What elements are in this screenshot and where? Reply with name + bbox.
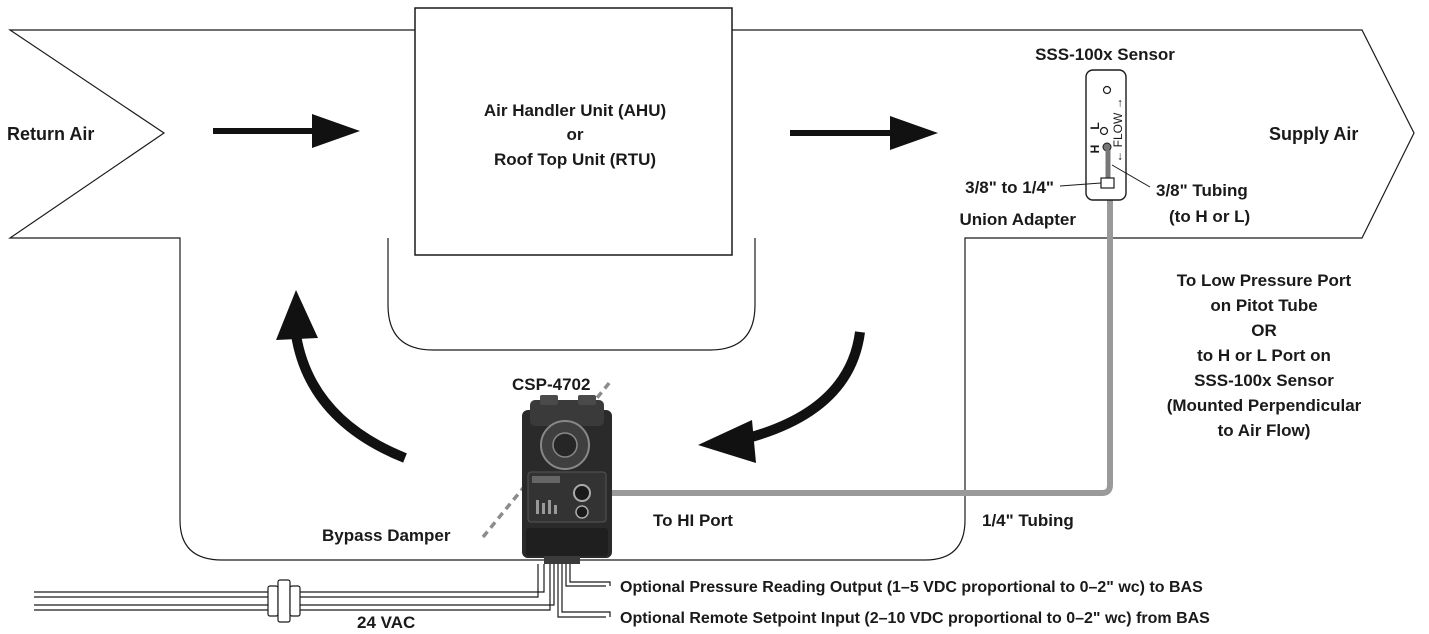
low-pressure-note: To Low Pressure Port on Pitot Tube OR to… — [1167, 271, 1362, 440]
flow-arrow-return — [213, 114, 360, 148]
flow-arrow-supply — [790, 116, 938, 150]
leader-tubing-38 — [1111, 164, 1151, 188]
ahu-plenum — [387, 238, 756, 351]
flow-arrow-bypass-up — [276, 290, 407, 463]
to-hi-port-label: To HI Port — [653, 511, 733, 530]
flow-arrow-bypass-down — [698, 331, 865, 463]
tubing-38-line2: (to H or L) — [1169, 207, 1250, 226]
sensor-port-h-label: H — [1088, 145, 1102, 154]
sensor-mount-hole — [1102, 85, 1112, 95]
duct-outline — [8, 29, 1415, 561]
ahu-label-line3: Roof Top Unit (RTU) — [494, 150, 656, 169]
controller-label: CSP-4702 — [512, 375, 590, 394]
csp-4702-controller — [522, 395, 612, 564]
ahu-label-line2: or — [567, 125, 584, 144]
low-pressure-note-line: (Mounted Perpendicular — [1167, 396, 1362, 415]
power-24vac-label: 24 VAC — [357, 613, 415, 632]
low-pressure-note-line: OR — [1251, 321, 1277, 340]
ahu-box — [414, 7, 733, 256]
ahu-label-line1: Air Handler Unit (AHU) — [484, 101, 666, 120]
sensor-title: SSS-100x Sensor — [1035, 45, 1175, 64]
low-pressure-note-line: To Low Pressure Port — [1177, 271, 1352, 290]
sensor-port-l — [1099, 126, 1109, 136]
conduit-fitting — [267, 579, 301, 623]
low-pressure-note-line: on Pitot Tube — [1210, 296, 1317, 315]
hi-port-fitting — [573, 484, 591, 502]
sensor-port-h — [1102, 142, 1112, 152]
supply-air-label: Supply Air — [1269, 124, 1358, 144]
union-adapter-line2: Union Adapter — [960, 210, 1077, 229]
union-adapter-line1: 3/8" to 1/4" — [965, 178, 1054, 197]
low-pressure-note-line: SSS-100x Sensor — [1194, 371, 1334, 390]
tubing-14-label: 1/4" Tubing — [982, 511, 1074, 530]
low-pressure-note-line: to Air Flow) — [1218, 421, 1311, 440]
bas-signal-wires — [557, 564, 611, 618]
input-remote-setpoint-label: Optional Remote Setpoint Input (2–10 VDC… — [620, 610, 1210, 627]
low-pressure-note-line: to H or L Port on — [1197, 346, 1331, 365]
tubing-quarter-inch — [582, 186, 1113, 496]
output-pressure-reading-label: Optional Pressure Reading Output (1–5 VD… — [620, 579, 1203, 596]
return-air-label: Return Air — [7, 124, 94, 144]
sensor-flow-label: ← FLOW → — [1111, 97, 1125, 162]
leader-union-adapter — [1059, 182, 1102, 187]
union-adapter — [1100, 177, 1115, 189]
tubing-38-line1: 3/8" Tubing — [1156, 181, 1248, 200]
sensor-port-l-label: L — [1088, 122, 1102, 129]
power-wires-24vac — [34, 564, 555, 611]
bypass-damper-label: Bypass Damper — [322, 526, 451, 545]
